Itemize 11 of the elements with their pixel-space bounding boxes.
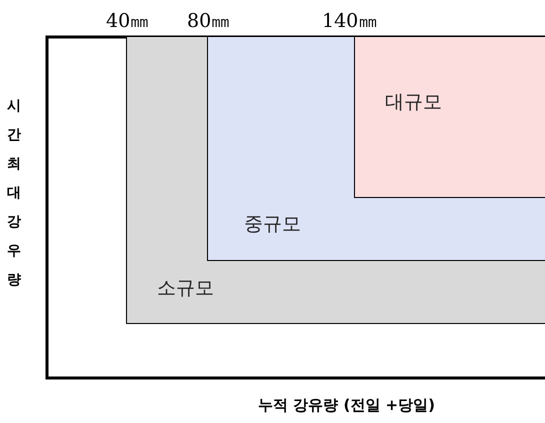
- region-label: 대규모: [385, 90, 442, 115]
- medium-scale-region: [207, 37, 545, 261]
- axis-title: 시간최대강우량: [6, 97, 22, 290]
- large-scale-region: [354, 37, 545, 198]
- tick-label: 140㎜: [322, 9, 378, 34]
- small-scale-region: [126, 37, 545, 324]
- axis-title: 누적 강유량 (전일 +당일): [258, 396, 435, 415]
- region-label: 소규모: [157, 276, 214, 301]
- region-label: 중규모: [244, 212, 301, 237]
- tick-label: 40㎜: [106, 9, 150, 34]
- tick-label: 80㎜: [187, 9, 230, 34]
